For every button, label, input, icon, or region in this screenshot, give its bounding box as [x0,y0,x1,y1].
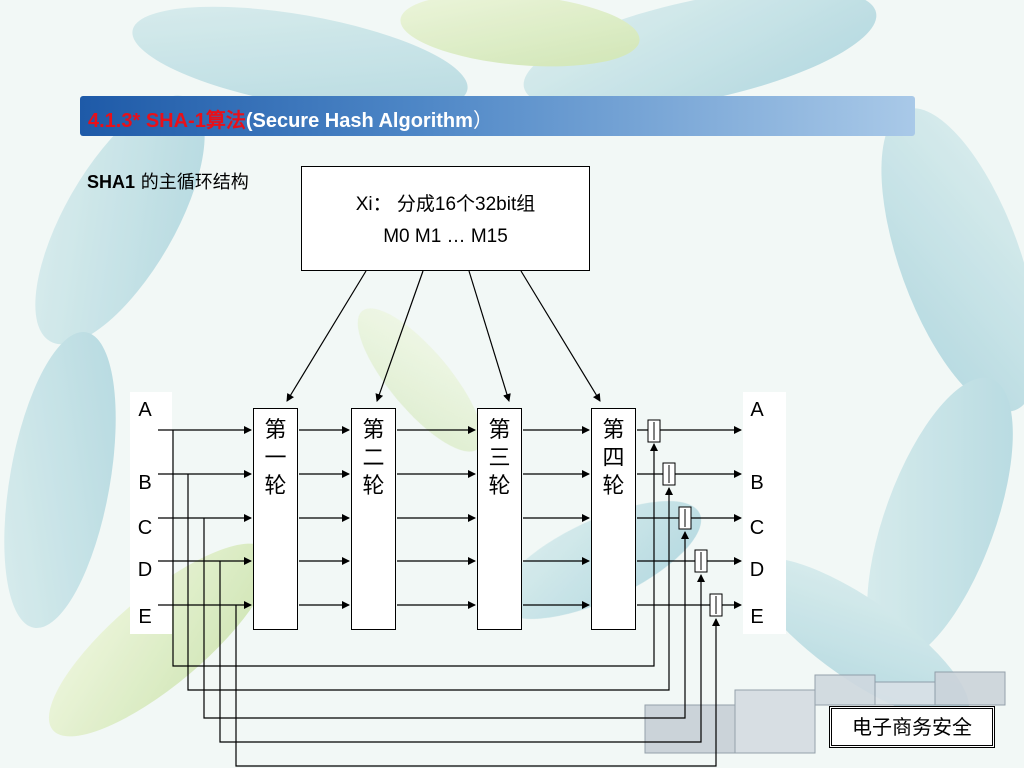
input-block-box: Xi： 分成16个32bit组 M0 M1 … M15 [301,166,590,271]
right-register-panel [743,392,786,634]
title-en: (Secure Hash Algorithm [245,110,473,132]
title-prefix: 4.1.3* SHA-1 [88,110,206,132]
leaf [357,308,483,452]
title-cn: 算法 [205,110,246,132]
feedback-line-b [187,474,673,691]
leaf [4,332,116,628]
feedback-line-a [172,430,658,667]
round-2-char-3: 轮 [362,474,385,499]
round-4-box: 第 四 轮 [591,408,636,630]
left-register-b: B [138,472,152,494]
round-1-char-3: 轮 [264,474,287,499]
round-2-char-1: 第 [362,418,385,443]
input-arrow-4 [520,270,601,402]
round-2-char-2: 二 [362,446,385,471]
round-4-char-3: 轮 [602,474,625,499]
feedback-line-d [219,561,705,743]
right-register-e: E [750,606,764,628]
leaf [400,0,640,67]
left-register-e: E [138,606,152,628]
leaf [35,95,205,345]
round-2-box: 第 二 轮 [351,408,396,630]
left-register-d: D [137,559,153,581]
round-1-char-2: 一 [264,446,287,471]
round-3-char-2: 三 [488,446,511,471]
input-block-line1: Xi： 分成16个32bit组 [355,194,536,215]
left-register-a: A [138,399,152,421]
left-register-c: C [137,517,153,539]
subtitle-bold: SHA1 [87,172,136,192]
round-3-char-3: 轮 [488,474,511,499]
subtitle-text: 的主循环结构 [135,172,249,193]
building-illustration [644,671,1006,754]
input-arrow-3 [468,270,511,402]
title-close: ） [472,110,493,132]
feedback-line-e [235,605,720,767]
leaf [881,108,1024,412]
input-arrow-2 [375,270,424,402]
round-4-char-1: 第 [602,418,625,443]
input-arrow-1 [286,270,367,402]
footer-course-label: 电子商务安全 [829,706,995,748]
left-register-panel [130,392,172,634]
round-1-box: 第 一 轮 [253,408,298,630]
round-1-char-1: 第 [264,418,287,443]
leaf [751,558,969,722]
round-3-box: 第 三 轮 [477,408,522,630]
round-4-char-2: 四 [602,446,625,471]
right-register-a: A [750,399,764,421]
leaf [48,543,272,737]
title-bar: 4.1.3* SHA-1算法(Secure Hash Algorithm） [80,96,915,136]
right-register-b: B [750,472,764,494]
subtitle: SHA1 的主循环结构 [87,168,249,194]
right-register-d: D [749,559,765,581]
input-block-line2: M0 M1 … M15 [383,226,508,247]
feedback-line-c [203,518,689,719]
right-register-c: C [749,517,765,539]
round-3-char-1: 第 [488,418,511,443]
leaf [132,6,468,114]
leaf [867,377,1013,663]
leaf [523,0,877,112]
page-title: 4.1.3* SHA-1算法(Secure Hash Algorithm） [88,104,493,133]
